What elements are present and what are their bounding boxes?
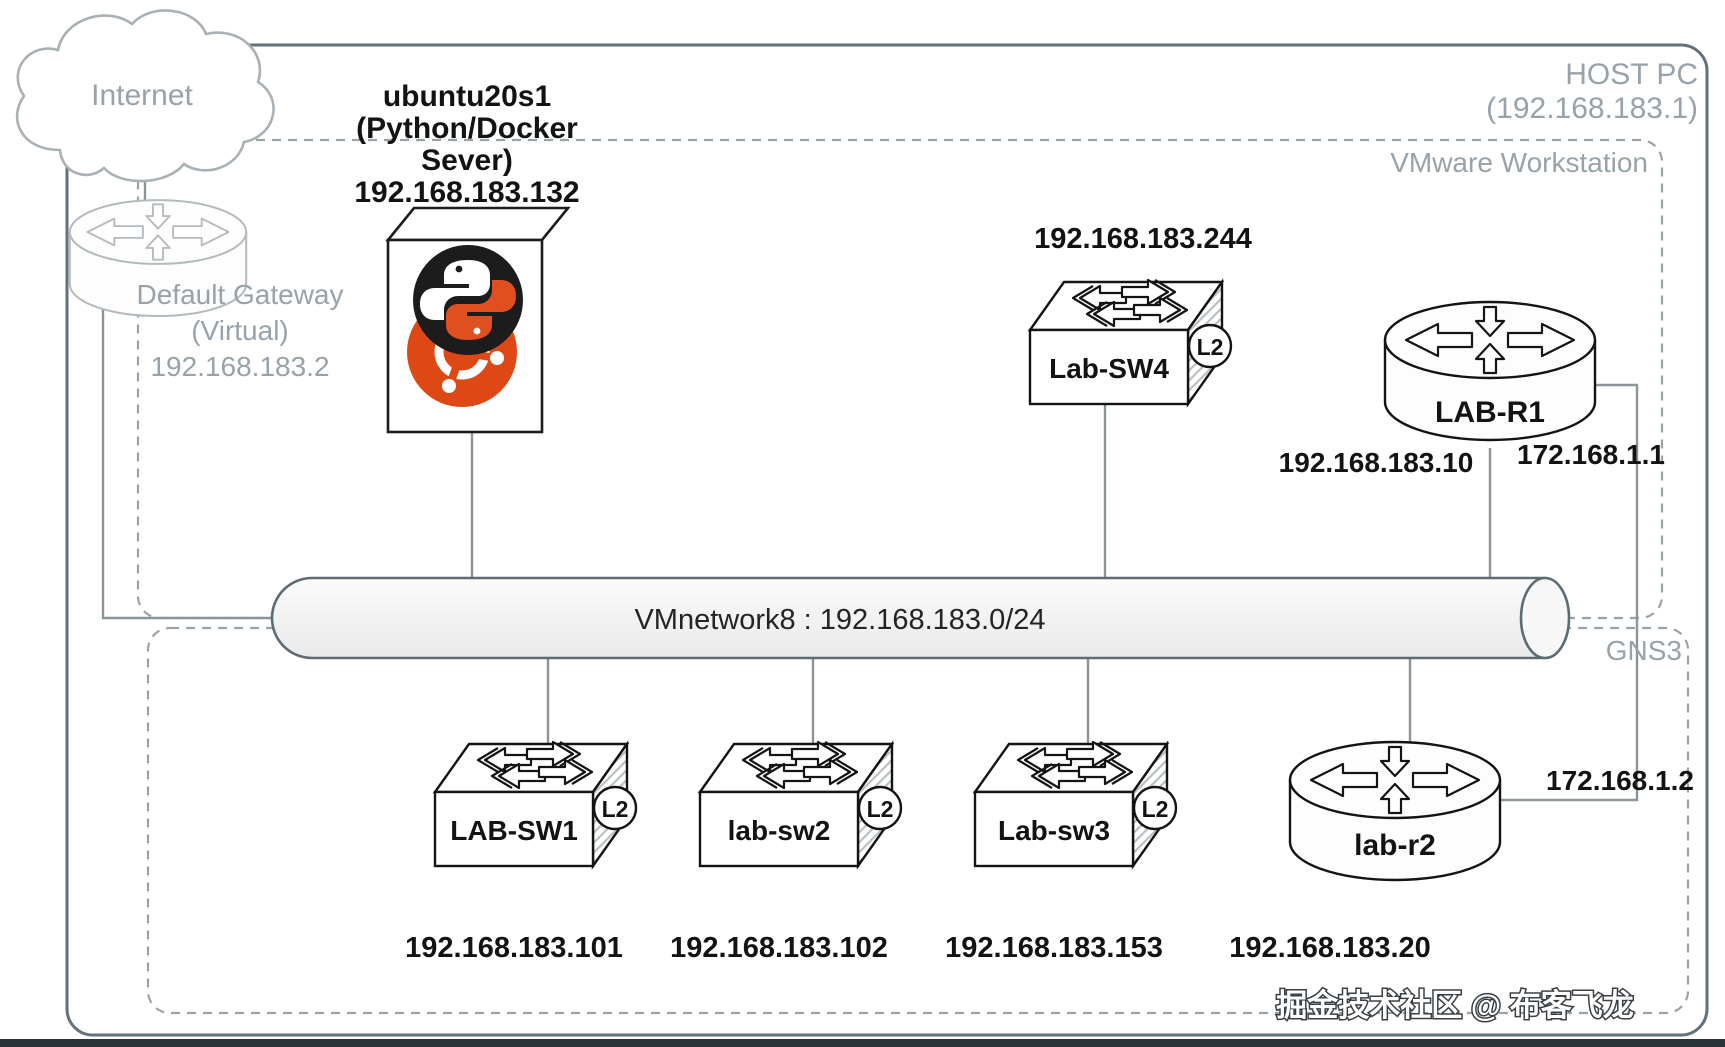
ubuntu-server: ubuntu20s1 (Python/Docker Sever) 192.168… bbox=[354, 80, 580, 434]
sw3-label: Lab-sw3 bbox=[998, 815, 1110, 846]
host-pc-label: HOST PC bbox=[1565, 58, 1698, 91]
gateway-label-2: (Virtual) bbox=[191, 315, 289, 346]
pipe-end-opening bbox=[1519, 576, 1571, 660]
device-sw4: 192.168.183.244 Lab-SW4 L2 bbox=[1030, 223, 1252, 404]
device-sw2: lab-sw2 L2 192.168.183.102 bbox=[670, 742, 901, 964]
gns3-label: GNS3 bbox=[1606, 635, 1682, 666]
host-pc-ip: (192.168.183.1) bbox=[1486, 92, 1698, 125]
backbone-label: VMnetwork8 : 192.168.183.0/24 bbox=[634, 604, 1045, 636]
sw4-ip: 192.168.183.244 bbox=[1034, 223, 1252, 255]
r2-lan-ip: 192.168.183.20 bbox=[1229, 932, 1431, 964]
device-r2: lab-r2 192.168.183.20 172.168.1.2 bbox=[1229, 740, 1694, 964]
host-pc-boundary bbox=[65, 43, 1709, 1037]
server-box-top bbox=[385, 206, 571, 242]
link-gateway-backbone bbox=[101, 295, 290, 620]
device-sw1: LAB-SW1 L2 192.168.183.101 bbox=[405, 742, 636, 964]
backbone-pipe: VMnetwork8 : 192.168.183.0/24 bbox=[270, 576, 1571, 660]
sw3-ip: 192.168.183.153 bbox=[945, 932, 1163, 964]
vmware-label: VMware Workstation bbox=[1390, 147, 1648, 178]
sw2-ip: 192.168.183.102 bbox=[670, 932, 888, 964]
internet-cloud: Internet bbox=[15, 9, 275, 183]
sw4-label: Lab-SW4 bbox=[1049, 353, 1169, 384]
sw2-label: lab-sw2 bbox=[728, 815, 831, 846]
watermark: 掘金技术社区 @ 布客飞龙 bbox=[1276, 988, 1633, 1023]
r1-lan-ip: 192.168.183.10 bbox=[1279, 447, 1474, 478]
sw1-ip: 192.168.183.101 bbox=[405, 932, 623, 964]
gateway-router: Default Gateway (Virtual) 192.168.183.2 bbox=[68, 199, 344, 382]
server-desc-1: (Python/Docker bbox=[356, 112, 578, 145]
gateway-ip: 192.168.183.2 bbox=[150, 351, 329, 382]
sw3-l2-badge: L2 bbox=[1142, 796, 1169, 822]
bottom-edge bbox=[0, 1039, 1725, 1047]
internet-label: Internet bbox=[91, 79, 193, 112]
cloud-icon bbox=[15, 9, 275, 183]
sw2-l2-badge: L2 bbox=[867, 796, 894, 822]
gateway-label-1: Default Gateway bbox=[137, 279, 344, 310]
link-r1-r2-serial bbox=[1497, 383, 1639, 802]
server-name: ubuntu20s1 bbox=[383, 80, 551, 113]
r2-label: lab-r2 bbox=[1354, 829, 1436, 862]
server-desc-2: Sever) bbox=[421, 144, 513, 177]
connection-lines bbox=[101, 178, 1639, 802]
python-logo bbox=[413, 245, 523, 355]
sw4-l2-badge: L2 bbox=[1197, 334, 1224, 360]
sw1-label: LAB-SW1 bbox=[450, 815, 578, 846]
gns3-boundary bbox=[146, 626, 1690, 1015]
r1-label: LAB-R1 bbox=[1435, 396, 1545, 429]
device-sw3: Lab-sw3 L2 192.168.183.153 bbox=[945, 742, 1176, 964]
r1-serial-ip: 172.168.1.1 bbox=[1517, 439, 1665, 470]
server-ip: 192.168.183.132 bbox=[354, 176, 579, 209]
pipe-body bbox=[270, 576, 1547, 660]
r2-serial-ip: 172.168.1.2 bbox=[1546, 765, 1694, 796]
sw1-l2-badge: L2 bbox=[602, 796, 629, 822]
device-r1: LAB-R1 192.168.183.10 172.168.1.1 bbox=[1279, 300, 1665, 478]
